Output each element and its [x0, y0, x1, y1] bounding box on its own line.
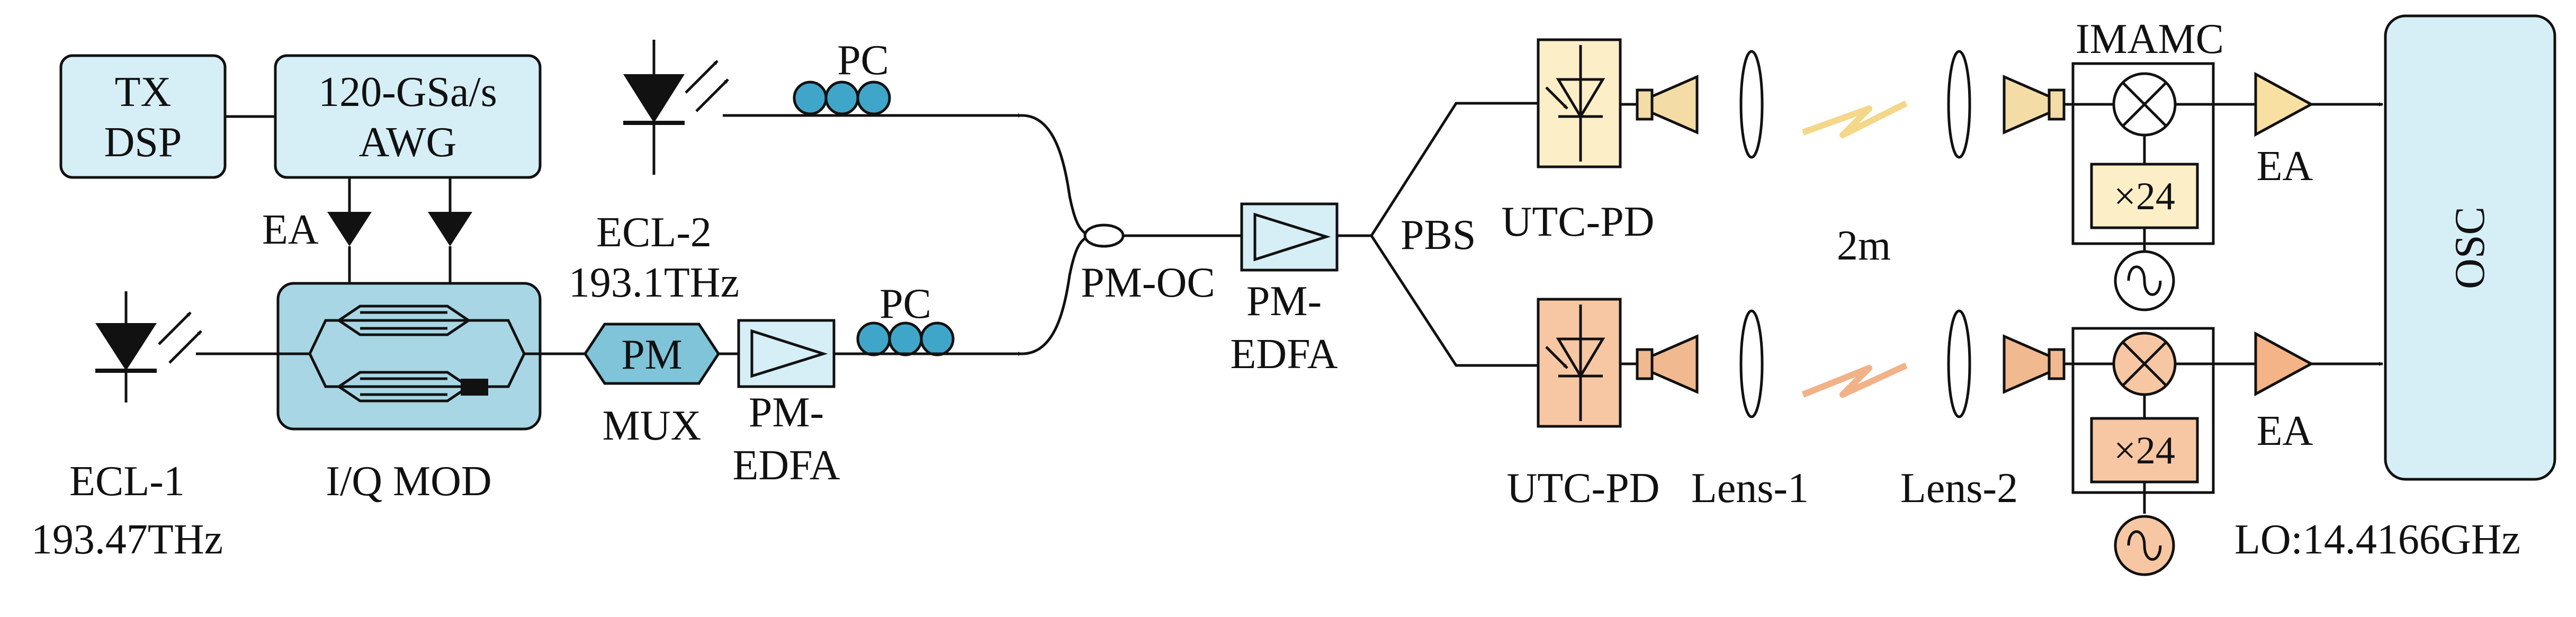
ea-driver-right — [428, 177, 472, 283]
lo-source-bottom-icon — [2114, 515, 2175, 576]
wireless-link-top — [1801, 100, 1908, 138]
multiplier-bottom: ×24 — [2090, 417, 2199, 484]
pbs-lower-branch — [1370, 235, 1538, 367]
ecl1-freq: 193.47THz — [31, 516, 223, 563]
tx-dsp-label-2: DSP — [104, 119, 182, 166]
awg-label-1: 120-GSa/s — [318, 69, 497, 115]
multiplier-top: ×24 — [2090, 163, 2199, 229]
wireless-link-bottom — [1801, 362, 1908, 398]
ea-amp-bottom — [2254, 331, 2314, 397]
pm-edfa-1-label-1: PM- — [749, 389, 824, 436]
pc-bottom-label: PC — [879, 281, 931, 327]
mux-label: MUX — [603, 403, 702, 449]
horn-antenna-rx-bottom — [2003, 334, 2066, 394]
imamc-label: IMAMC — [2076, 16, 2224, 62]
lens-1-bottom — [1739, 309, 1764, 418]
distance-label: 2m — [1837, 222, 1891, 269]
lo-source-top-icon — [2114, 250, 2175, 311]
ecl2-name: ECL-2 — [596, 209, 712, 256]
pm-edfa-2-label-1: PM- — [1246, 278, 1322, 325]
osc-label: OSC — [2447, 207, 2493, 289]
ea-amp-top — [2254, 71, 2314, 137]
iq-mod-label: I/Q MOD — [326, 458, 491, 505]
pm-edfa-2-label-2: EDFA — [1231, 331, 1338, 378]
lo-frequency-label: LO:14.4166GHz — [2234, 516, 2520, 563]
awg-label-2: AWG — [359, 119, 457, 166]
pc-top-label: PC — [837, 37, 889, 84]
ea-left-label: EA — [262, 207, 319, 253]
pm-edfa-2 — [1240, 202, 1339, 272]
pm-oc-label: PM-OC — [1081, 260, 1215, 306]
iq-modulator — [276, 282, 542, 431]
ea-top-label: EA — [2257, 143, 2313, 190]
ecl1-laser-icon — [95, 291, 202, 403]
lens-2-bottom — [1947, 309, 1971, 418]
tx-dsp-block: TX DSP — [59, 54, 227, 179]
ea-driver-left — [327, 177, 372, 283]
ecl1-name: ECL-1 — [69, 458, 185, 505]
horn-antenna-tx-top — [1636, 75, 1699, 135]
pm-label: PM — [621, 332, 683, 378]
horn-antenna-rx-top — [2003, 75, 2066, 135]
lens-1-label: Lens-1 — [1691, 465, 1809, 512]
multiplier-bottom-label: ×24 — [2114, 429, 2175, 472]
mixer-top-icon — [2112, 72, 2177, 137]
utc-pd-top-label: UTC-PD — [1502, 199, 1655, 245]
pm-edfa-1 — [737, 319, 836, 388]
horn-antenna-tx-bottom — [1636, 334, 1699, 394]
utc-pd-bottom-label: UTC-PD — [1507, 465, 1660, 512]
utc-pd-top — [1537, 38, 1622, 168]
lens-2-top — [1947, 50, 1971, 159]
pm-mux-block: PM — [584, 323, 720, 385]
ecl2-freq: 193.1THz — [569, 260, 739, 306]
ea-bottom-label: EA — [2257, 408, 2313, 454]
lens-1-top — [1739, 50, 1764, 159]
tx-dsp-label-1: TX — [115, 69, 172, 115]
ecl2-laser-icon — [623, 40, 729, 175]
oscilloscope-block — [2384, 14, 2556, 481]
multiplier-top-label: ×24 — [2114, 175, 2175, 218]
awg-block: 120-GSa/s AWG — [274, 54, 542, 179]
pbs-label: PBS — [1401, 212, 1476, 258]
pc-bottom — [856, 321, 955, 356]
pm-oc-coupler — [1021, 114, 1125, 355]
pm-edfa-1-label-2: EDFA — [733, 442, 840, 489]
utc-pd-bottom — [1537, 298, 1622, 428]
lens-2-label: Lens-2 — [1900, 465, 2018, 512]
pc-top — [793, 81, 891, 115]
pbs-upper-branch — [1370, 102, 1538, 237]
mixer-bottom-icon — [2112, 332, 2177, 396]
